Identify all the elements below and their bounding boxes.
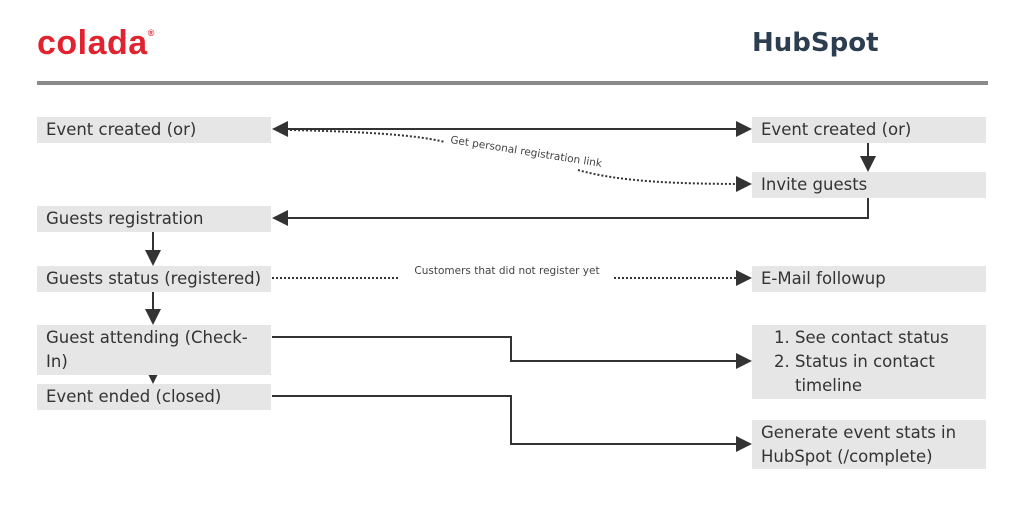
not-registered-label: Customers that did not register yet — [414, 265, 599, 277]
registration-link-label: Get personal registration link — [450, 134, 604, 170]
dotted-arrow — [289, 129, 750, 184]
hubspot-email-followup: E-Mail followup — [752, 266, 986, 292]
colada-event-created: Event created (or) — [37, 117, 271, 143]
hubspot-event-stats: Generate event stats in HubSpot (/comple… — [752, 420, 986, 469]
hubspot-invite-guests: Invite guests — [752, 172, 986, 198]
list-item: See contact status — [795, 326, 977, 350]
colada-guest-attending: Guest attending (Check-In) — [37, 325, 271, 375]
arrow — [272, 395, 752, 452]
hubspot-event-created: Event created (or) — [752, 117, 986, 143]
arrow — [272, 336, 752, 369]
colada-event-ended: Event ended (closed) — [37, 384, 271, 410]
colada-guests-registration: Guests registration — [37, 206, 271, 232]
hubspot-contact-status: See contact statusStatus in contact time… — [752, 325, 986, 399]
colada-guests-status: Guests status (registered) — [37, 266, 271, 292]
list-item: Status in contact timeline — [795, 350, 977, 398]
hubspot-logo: HubSpot — [752, 28, 879, 58]
arrow — [272, 196, 869, 226]
header-divider — [37, 81, 988, 85]
colada-logo: colada® — [37, 24, 155, 62]
